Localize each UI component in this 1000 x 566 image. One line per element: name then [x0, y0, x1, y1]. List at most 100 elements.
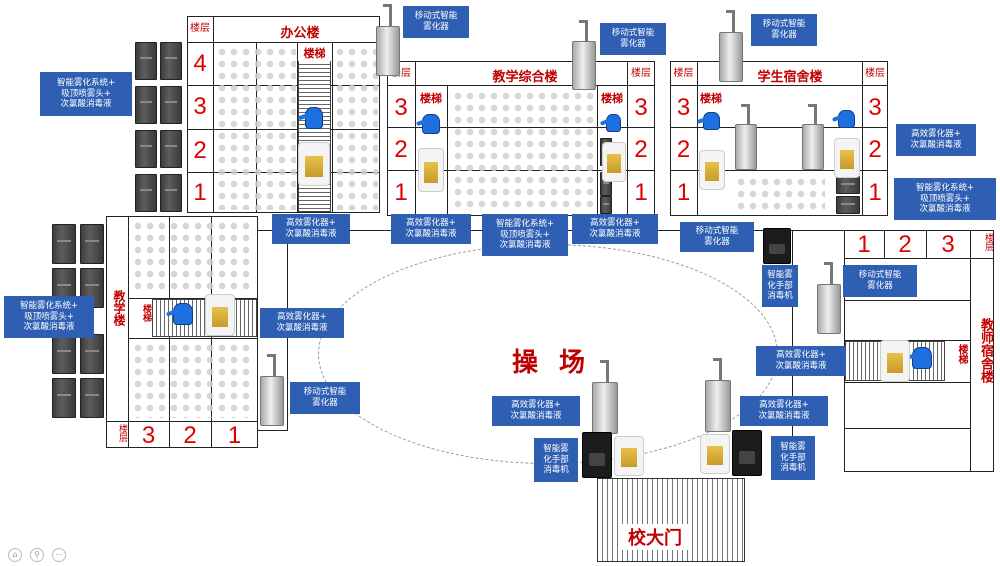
dorm-floor-3-left: 3 — [676, 94, 691, 121]
label-mobile-fogger-complex: 移动式智能 雾化器 — [600, 23, 666, 55]
teaching-title-col — [128, 216, 129, 448]
dorm-floor-2-left: 2 — [676, 136, 691, 163]
office-desks — [334, 46, 378, 210]
teaching-floor-2: 2 — [183, 422, 197, 449]
smart-fog-cabinet-icon — [135, 130, 157, 168]
smart-fog-cabinet-icon — [135, 42, 157, 80]
teaching-floor-1: 1 — [227, 422, 242, 449]
smart-fog-cabinet-icon — [80, 334, 104, 374]
office-floor-3: 3 — [193, 93, 207, 120]
mobile-fogger-icon — [376, 4, 400, 76]
teaching-floor-row — [106, 421, 258, 422]
complex-floor-col-right — [627, 61, 628, 216]
mobile-fogger-icon — [817, 262, 841, 334]
blue-sprayer-icon — [415, 108, 448, 140]
office-header-divider — [187, 42, 380, 43]
smart-fog-cabinet-icon — [160, 174, 182, 212]
complex-floor-header-right: 楼层 — [631, 68, 651, 79]
gate-label: 校大门 — [622, 524, 688, 550]
mobile-fogger-icon — [705, 358, 731, 432]
label-hand-sanitizer-gate-right: 智能雾 化手部 消毒机 — [771, 436, 815, 480]
smart-fog-cabinet-icon — [135, 174, 157, 212]
office-room-divider — [297, 42, 298, 213]
office-desks — [216, 46, 296, 210]
dorm-floor-col-right — [862, 61, 863, 216]
smart-fog-cabinet-icon — [80, 378, 104, 418]
smart-fog-cabinet-icon — [160, 130, 182, 168]
dorm-floor-col-left — [697, 61, 698, 216]
office-stairs-label: 楼梯 — [298, 45, 331, 61]
complex-title: 教学综合楼 — [492, 70, 558, 85]
tdorm-floor-divider — [884, 230, 885, 258]
hand-sanitizer-icon — [582, 432, 612, 478]
mobile-fogger-icon — [802, 104, 824, 170]
label-mobile-fogger-center: 移动式智能 雾化器 — [680, 222, 754, 252]
dorm-floor-header-left: 楼层 — [673, 68, 694, 79]
viewer-more-icon[interactable]: ⋯ — [52, 548, 66, 562]
teaching-stair-top — [128, 298, 258, 299]
office-floor-4: 4 — [193, 50, 207, 77]
office-floor-header: 楼层 — [190, 23, 210, 34]
label-high-eff-2: 高效雾化器+ 次氯酸消毒液 — [391, 214, 471, 244]
hand-sanitizer-icon — [732, 430, 762, 476]
viewer-zoom-icon[interactable]: ⚲ — [30, 548, 44, 562]
label-mobile-fogger-dorm: 移动式智能 雾化器 — [751, 14, 817, 46]
office-room-divider — [332, 42, 333, 213]
label-high-eff-1: 高效雾化器+ 次氯酸消毒液 — [272, 214, 350, 244]
label-mobile-fogger-tdorm: 移动式智能 雾化器 — [843, 265, 917, 297]
teaching-desks — [132, 220, 254, 294]
disinfectant-jug-icon — [880, 340, 910, 382]
mobile-fogger-icon — [260, 354, 284, 426]
complex-stair-divider — [597, 85, 598, 216]
blue-sprayer-icon — [904, 340, 941, 376]
complex-stair-divider — [447, 85, 448, 216]
mobile-fogger-icon — [592, 360, 618, 434]
disinfectant-jug-icon — [205, 294, 235, 336]
teaching-stairwell — [152, 299, 257, 337]
smart-fog-cabinet-icon — [836, 176, 860, 194]
teaching-stair-bottom — [128, 338, 258, 339]
dorm-floor-1-left: 1 — [676, 179, 691, 206]
smart-fog-cabinet-icon — [52, 224, 76, 264]
disinfectant-jug-icon — [699, 150, 725, 190]
complex-floor-1-left: 1 — [394, 179, 408, 206]
complex-floor-header-left: 楼层 — [391, 68, 411, 79]
disinfectant-jug-icon — [602, 142, 626, 182]
complex-floor-3-right: 3 — [634, 94, 648, 121]
disinfectant-jug-icon — [614, 436, 644, 476]
dorm-stairs-label: 楼梯 — [700, 92, 722, 105]
office-floor-2: 2 — [193, 137, 207, 164]
smart-fog-cabinet-icon — [836, 196, 860, 214]
tdorm-title: 教师宿舍楼 — [978, 318, 993, 383]
label-high-eff-3: 高效雾化器+ 次氯酸消毒液 — [572, 214, 658, 244]
complex-stairs-right-label: 楼梯 — [601, 92, 623, 105]
disinfectant-jug-icon — [298, 142, 330, 186]
smart-fog-cabinet-icon — [52, 378, 76, 418]
tdorm-floor-divider — [926, 230, 927, 258]
tdorm-room-row — [844, 428, 970, 429]
complex-floor-col-left — [415, 61, 416, 216]
blue-sprayer-icon — [696, 106, 727, 136]
label-hand-sanitizer-right: 智能雾 化手部 消毒机 — [762, 265, 798, 307]
smart-fog-cabinet-icon — [52, 334, 76, 374]
complex-floor-3-left: 3 — [394, 94, 408, 121]
office-floor-1: 1 — [193, 179, 207, 206]
disinfectant-jug-icon — [418, 148, 444, 192]
dorm-floor-2-right: 2 — [868, 136, 882, 163]
smart-fog-cabinet-icon — [160, 86, 182, 124]
label-high-eff-dorm: 高效雾化器+ 次氯酸消毒液 — [896, 124, 976, 156]
complex-floor-2-right: 2 — [634, 136, 648, 163]
complex-desks — [452, 90, 594, 212]
mobile-fogger-icon — [735, 104, 757, 170]
tdorm-floor-2: 2 — [898, 231, 912, 258]
teaching-stairs-label: 楼梯 — [141, 304, 151, 322]
tdorm-title-col — [970, 230, 971, 472]
dorm-beds — [735, 176, 825, 212]
viewer-home-icon[interactable]: ⌂ — [8, 548, 22, 562]
label-mobile-fogger-left: 移动式智能 雾化器 — [290, 382, 360, 414]
dorm-floor-1-right: 1 — [868, 179, 882, 206]
label-high-eff-tdorm: 高效雾化器+ 次氯酸消毒液 — [756, 346, 846, 376]
tdorm-stair-bottom — [844, 382, 970, 383]
hand-sanitizer-icon — [763, 228, 791, 264]
teaching-desks — [132, 342, 254, 418]
